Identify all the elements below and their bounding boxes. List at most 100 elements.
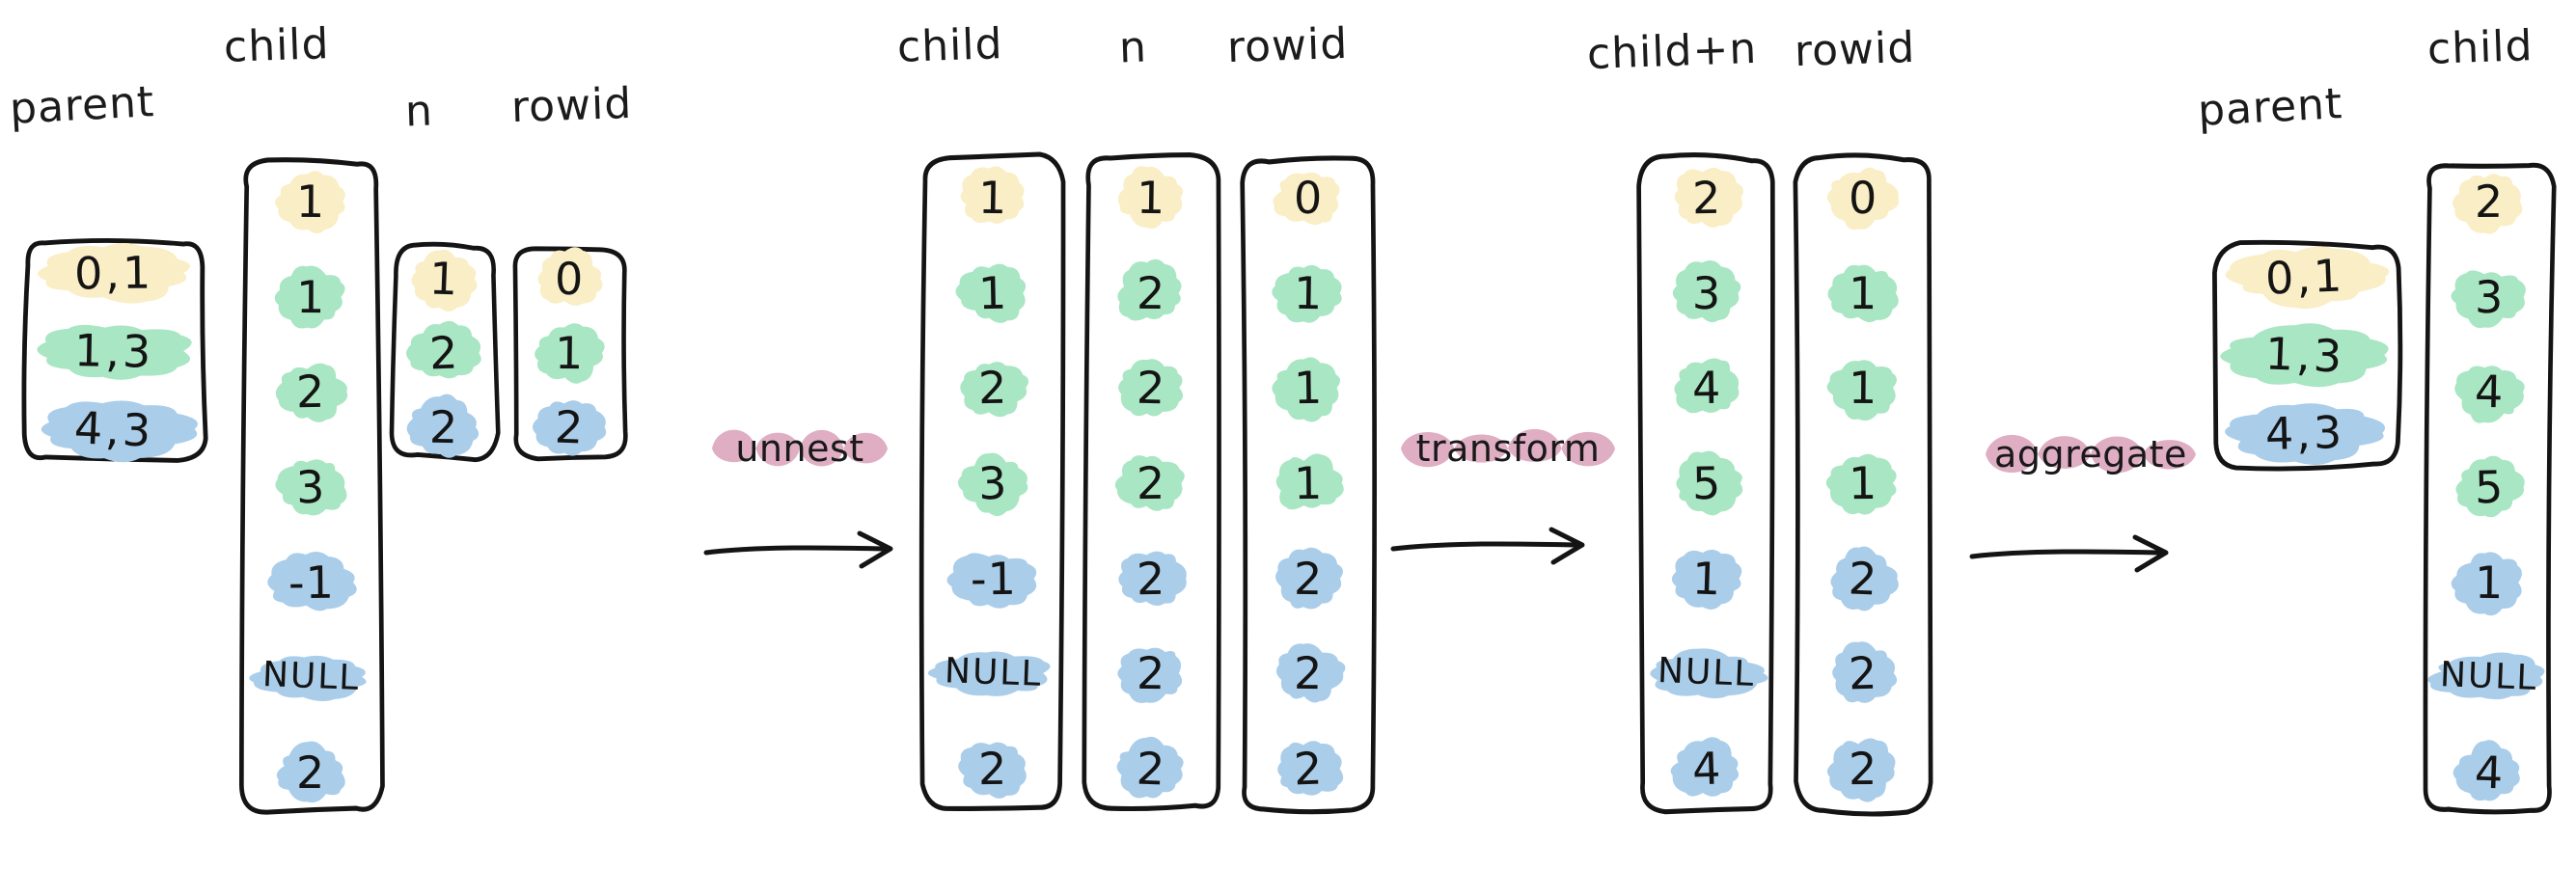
cell-value: 2 bbox=[1136, 362, 1166, 415]
cell: 1 bbox=[2420, 534, 2559, 630]
cell-value: 5 bbox=[2474, 460, 2505, 514]
column-label-parent: parent bbox=[2196, 79, 2344, 136]
highlight-blob-blue bbox=[2432, 720, 2546, 826]
highlight-blob-blue bbox=[1626, 626, 1788, 720]
cell-value: 1 bbox=[1136, 172, 1166, 225]
cell-value: 1 bbox=[296, 176, 326, 229]
operation-label: transform bbox=[1415, 427, 1601, 470]
cell: 2 bbox=[2420, 154, 2559, 250]
cell-value: 1 bbox=[1848, 456, 1878, 510]
highlight-blob-green bbox=[16, 298, 211, 404]
cell: 1 bbox=[1236, 246, 1381, 341]
cell-value: 5 bbox=[1691, 456, 1722, 510]
cell: 2 bbox=[1236, 720, 1381, 816]
cell-value: 4 bbox=[1690, 742, 1723, 796]
cell-value: 2 bbox=[2474, 176, 2505, 229]
cell: NULL bbox=[236, 630, 386, 725]
highlight-blob-green bbox=[2432, 339, 2546, 445]
highlight-blob-blue bbox=[1251, 716, 1365, 822]
column-label-rowid: rowid bbox=[1794, 22, 1917, 77]
cell: NULL bbox=[2420, 630, 2559, 725]
cell-value: -1 bbox=[970, 552, 1017, 605]
highlight-blob-green bbox=[1094, 430, 1208, 536]
cell-value: 2 bbox=[1848, 742, 1878, 795]
column-label-rowid: rowid bbox=[1226, 18, 1350, 73]
highlight-blob-blue bbox=[1806, 716, 1920, 822]
cell-value: 4 bbox=[1691, 362, 1722, 415]
cell: 1 bbox=[1792, 246, 1934, 341]
highlight-blob-blue bbox=[1251, 526, 1365, 632]
highlight-blob-green bbox=[1251, 430, 1365, 536]
highlight-blob-yellow bbox=[1806, 145, 1920, 251]
highlight-blob-blue bbox=[1094, 526, 1208, 632]
cloud-shape bbox=[679, 384, 920, 513]
cell: 2 bbox=[1080, 436, 1222, 531]
cell: 2 bbox=[1080, 340, 1222, 436]
cell-value: 1 bbox=[1293, 456, 1324, 510]
cell-value: 1 bbox=[1848, 266, 1878, 319]
cell: 1,3 bbox=[17, 312, 210, 391]
highlight-blob-blue bbox=[16, 376, 211, 482]
cell: 2 bbox=[1080, 530, 1222, 626]
highlight-blob-green bbox=[1806, 240, 1920, 346]
cell: 1 bbox=[1792, 340, 1934, 436]
cell: 0 bbox=[507, 241, 632, 315]
column-label-n: n bbox=[1118, 22, 1148, 73]
cloud-shape bbox=[1368, 384, 1648, 513]
cell-value: 4,3 bbox=[72, 400, 155, 457]
cell: 4,3 bbox=[2207, 394, 2402, 472]
cell-value: 2 bbox=[296, 746, 326, 799]
cell: 1 bbox=[236, 250, 386, 345]
highlight-blob-green bbox=[937, 240, 1051, 346]
highlight-blob-blue bbox=[2432, 529, 2546, 636]
operation-badge-transform[interactable]: transform bbox=[1401, 417, 1633, 480]
cell-value: 2 bbox=[428, 401, 459, 454]
cell: 2 bbox=[386, 391, 502, 465]
highlight-blob-green bbox=[1806, 430, 1920, 536]
cell-value: 2 bbox=[1136, 646, 1166, 700]
cell-value: 1 bbox=[1293, 266, 1324, 320]
cell: 4 bbox=[1633, 340, 1780, 436]
column-label-child: child bbox=[223, 19, 331, 72]
cell-value: 1 bbox=[977, 172, 1009, 225]
cloud-shape bbox=[1953, 390, 2229, 519]
column-parent: 0,1 1,3 4,3 bbox=[17, 234, 210, 468]
highlight-blob-green bbox=[255, 339, 369, 445]
highlight-blob-blue bbox=[1650, 526, 1764, 632]
cell: NULL bbox=[1633, 626, 1780, 721]
operation-badge-unnest[interactable]: unnest bbox=[712, 417, 903, 480]
highlight-blob-blue bbox=[913, 626, 1075, 720]
cell-value: NULL bbox=[261, 655, 361, 699]
cell-value: 1 bbox=[977, 266, 1009, 320]
cell: 2 bbox=[1792, 720, 1934, 816]
cell-value: 0,1 bbox=[73, 246, 154, 300]
operation-label: unnest bbox=[735, 427, 864, 470]
highlight-blob-green bbox=[512, 300, 626, 406]
highlight-blob-blue bbox=[937, 716, 1051, 822]
cell-value: 2 bbox=[1136, 552, 1166, 605]
highlight-blob-green bbox=[255, 244, 369, 350]
highlight-blob-green bbox=[1806, 335, 1920, 441]
operation-label: aggregate bbox=[1994, 433, 2187, 475]
highlight-blob-yellow bbox=[512, 226, 626, 332]
cell-value: 1 bbox=[427, 252, 460, 306]
highlight-blob-green bbox=[2207, 302, 2402, 408]
cell-value: 3 bbox=[2474, 270, 2505, 323]
operation-badge-aggregate[interactable]: aggregate bbox=[1986, 422, 2214, 486]
cell: 5 bbox=[2420, 440, 2559, 535]
highlight-blob-green bbox=[937, 335, 1051, 441]
highlight-blob-blue bbox=[2408, 630, 2570, 724]
highlight-blob-green bbox=[937, 430, 1051, 536]
cell: 1 bbox=[918, 246, 1068, 341]
cell-value: NULL bbox=[1657, 651, 1757, 695]
cell-value: 2 bbox=[295, 366, 327, 419]
cell: 1 bbox=[1236, 340, 1381, 436]
